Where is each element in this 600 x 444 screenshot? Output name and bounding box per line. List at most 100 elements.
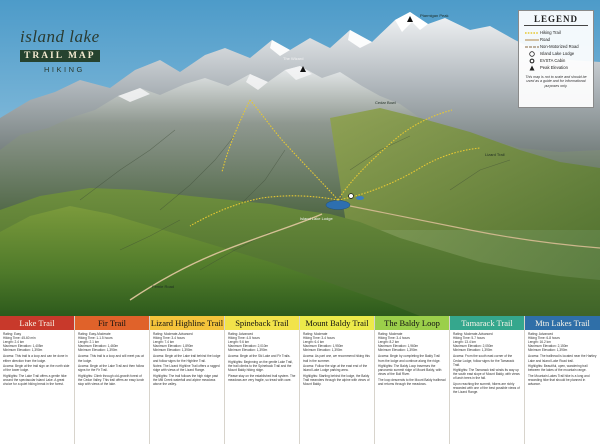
trail-description: Highlights: Starting behind the lodge, t… <box>303 373 370 387</box>
trail-description: Access: Begin by completing the Baldy Tr… <box>378 354 441 363</box>
trail-map-area[interactable]: island lake TRAIL MAP HIKING Ptarmigan P… <box>0 0 600 316</box>
legend-item: EVSTA Cabin <box>524 57 588 64</box>
road-icon <box>524 38 540 42</box>
trail-description: Highlights: The trail follows the high r… <box>153 373 218 387</box>
trail-stat: Maximum Elevation: 2,150m <box>528 344 569 349</box>
trail-stat: Hiking Time: 5-7 hours <box>453 336 485 341</box>
trail-name[interactable]: Lake Trail <box>0 316 74 330</box>
trail-description: Access: Begin at the Ski Lake and Fir Tr… <box>228 354 291 359</box>
trail-name[interactable]: Fir Trail <box>75 316 149 330</box>
trail-name[interactable]: Mount Baldy Trail <box>300 316 374 330</box>
peak-label-mid: The Wizard <box>283 56 304 61</box>
legend-title: LEGEND <box>524 14 588 26</box>
trail-stat: Rating: Advanced <box>528 332 553 336</box>
trail-description: Access: This trail is a loop and will me… <box>78 354 144 363</box>
trail-description: The loop descends to the Mount Baldy tra… <box>378 377 446 387</box>
trail-stat: Minimum Elevation: 1,390m <box>228 348 268 353</box>
logo-title: island lake <box>20 27 100 46</box>
peak-label-top: Ptarmigan Peak <box>420 13 449 18</box>
trail-description: Please stay on the established trail sys… <box>228 373 296 382</box>
trail-description: Access: Follow the sign at the east end … <box>303 364 368 373</box>
trail-stat: Length: 7.4 km <box>153 340 175 345</box>
legend-item: Non-Motorized Road <box>524 43 588 50</box>
trail-description: Access: This trail is a loop and can be … <box>3 354 68 363</box>
trail-stat: Rating: Moderate <box>303 332 328 336</box>
trail-stat: Maximum Elevation: 2,050m <box>453 344 494 349</box>
trail-description: Access: Begin at the Lake trail behind t… <box>153 354 221 363</box>
legend-item-label: Non-Motorized Road <box>540 44 579 49</box>
dotted-trail-icon <box>524 31 540 35</box>
map-logo: island lake TRAIL MAP HIKING <box>20 28 128 90</box>
trail-stat: Length: 16.2 km <box>528 340 551 345</box>
trail-description: Highlights: Climb through old-growth for… <box>78 373 145 387</box>
trail-stat: Length: 6.4 km <box>303 340 325 345</box>
trail-stat: Rating: Moderate-Advanced <box>153 332 193 336</box>
legend-item: Peak Elevation <box>524 64 588 71</box>
trail-description: Notes: The Lizard Highline Trail offers … <box>153 364 220 373</box>
trail-stat: Length: 9.6 km <box>228 340 250 345</box>
trail-stat: Length: 8.2 km <box>378 340 400 345</box>
legend-item: Hiking Trail <box>524 29 588 36</box>
trail-description: Highlights: The Baldy Loop traverses the… <box>378 364 442 377</box>
trail-stat: Maximum Elevation: 2,010m <box>228 344 269 349</box>
trail-stat: Hiking Time: 45-60 min <box>3 336 36 341</box>
trail-stat: Minimum Elevation: 1,390m <box>453 348 493 353</box>
trail-stat: Hiking Time: 1-1.5 hours <box>78 336 113 341</box>
trail-name[interactable]: The Baldy Loop <box>375 316 449 330</box>
legend-item: Island Lake Lodge <box>524 50 588 57</box>
road-label: Fernie Road <box>152 284 175 289</box>
trail-name[interactable]: Lizard Highline Trail <box>150 316 224 330</box>
trail-name[interactable]: Mtn Lakes Trail <box>525 316 600 330</box>
trail-name[interactable]: Tamarack Trail <box>450 316 524 330</box>
trail-stat: Minimum Elevation: 1,390m <box>528 348 568 353</box>
trail-description: Access: Begin at the Lake Trail and then… <box>78 364 145 373</box>
trail-stat: Rating: Moderate <box>378 332 403 336</box>
lodge-label: Island Lake Lodge <box>300 216 333 221</box>
legend-note: This map is not to scale and should be u… <box>525 75 587 88</box>
trail-stat: Length: 2.1 km <box>78 340 100 345</box>
trail-stat: Hiking Time: 3-4 hours <box>303 336 335 341</box>
trail-stat: Maximum Elevation: 1,890m <box>153 344 194 349</box>
trail-description: Highlights: Beginning on the gentle Lake… <box>228 360 293 373</box>
trail-stat: Minimum Elevation: 1,390m <box>378 348 418 353</box>
trail-name[interactable]: Spineback Trail <box>225 316 299 330</box>
trail-stat: Minimum Elevation: 1,390m <box>78 348 118 353</box>
trail-description: Upon reaching the summit, hikers are ric… <box>453 382 520 395</box>
trail-stat: Maximum Elevation: 1,405m <box>3 344 44 349</box>
trail-description: Access: The trailhead is located near th… <box>528 354 597 363</box>
legend-item-label: Road <box>540 37 551 42</box>
cabin-icon <box>524 58 540 64</box>
trail-stat: Maximum Elevation: 1,960m <box>378 344 419 349</box>
legend-item-label: Peak Elevation <box>540 65 568 70</box>
trail-description: Access: As part one, we recommend hiking… <box>303 354 370 363</box>
trail-label: Lizard Trail <box>485 152 505 157</box>
trail-description: The Mountain Lakes Trail hike is a long … <box>528 373 590 387</box>
trail-description: Access: From the south east corner of th… <box>453 354 515 367</box>
trail-stat: Hiking Time: 4-5 hours <box>228 336 260 341</box>
trail-stat: Hiking Time: 3-4 hours <box>153 336 185 341</box>
ridge-label: Cedar Bowl <box>375 100 396 105</box>
non-motorized-road-icon <box>524 45 540 49</box>
trail-stat: Length: 13.4 km <box>453 340 476 345</box>
trail-stat: Maximum Elevation: 1,950m <box>303 344 344 349</box>
trail-description: Highlights: The Lake Trail offers a gent… <box>3 373 67 387</box>
trail-description: Highlights: Beautiful, open, wandering t… <box>528 364 588 373</box>
peak-icon <box>524 65 540 71</box>
trail-description: Access: Begin at the trail sign on the n… <box>3 364 70 373</box>
